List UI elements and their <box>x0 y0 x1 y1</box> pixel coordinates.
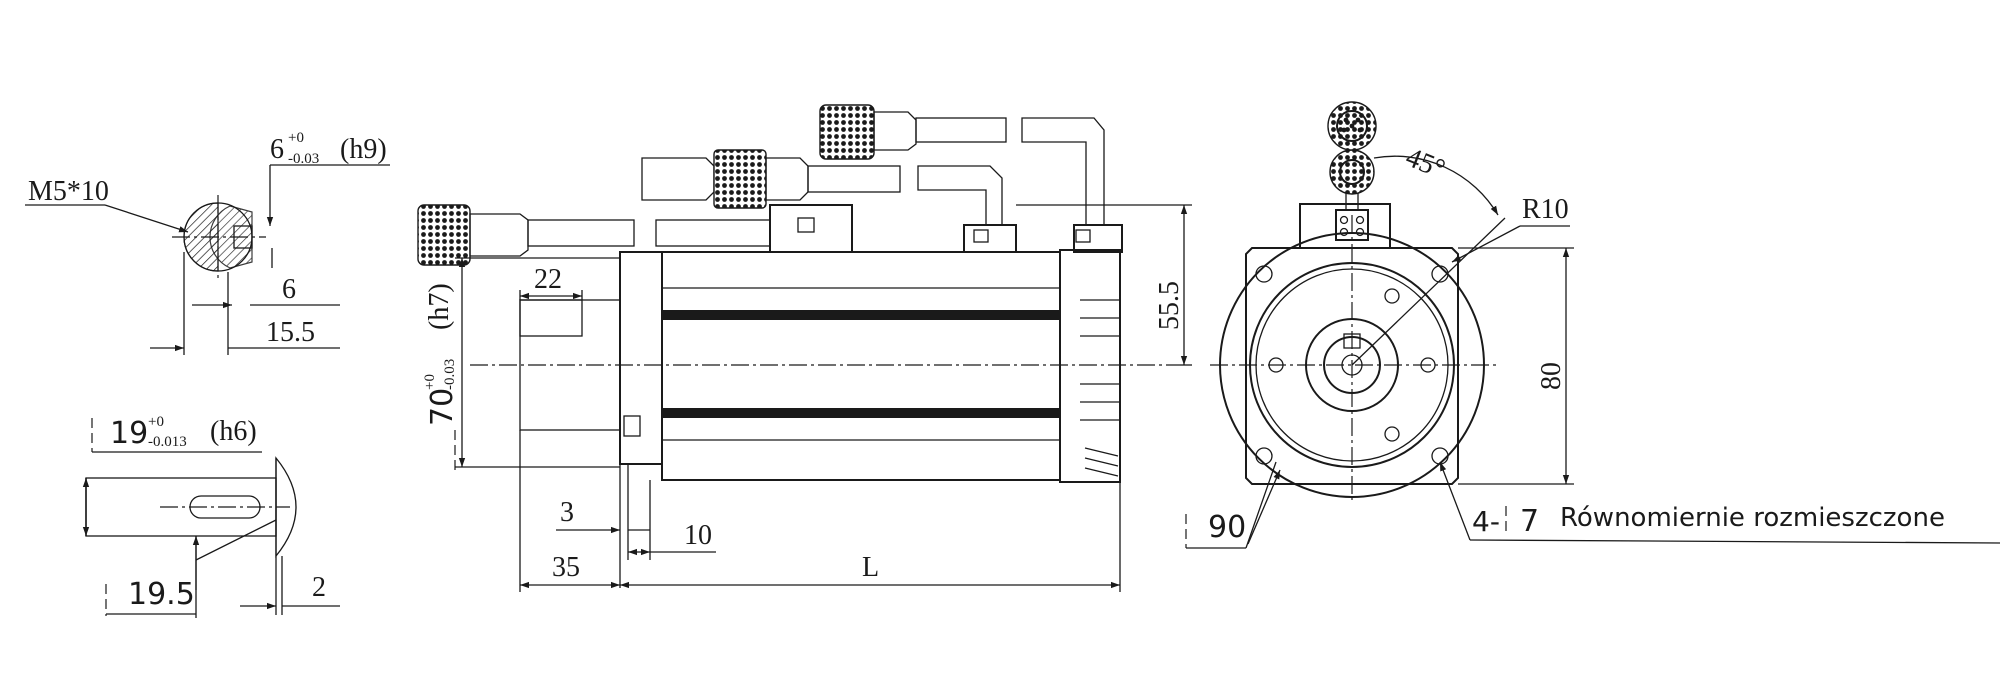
thread-leader <box>104 204 189 233</box>
front-shaft-center <box>1341 354 1363 376</box>
pin-2 <box>1355 215 1365 225</box>
front-flange-square <box>1245 247 1459 485</box>
flange-body-value: 10 <box>684 520 712 551</box>
connector-latch-3 <box>1075 229 1091 243</box>
connector-latch-2 <box>973 229 989 243</box>
cable-plug-body-2b <box>765 157 809 201</box>
depth-value: 6 <box>282 274 296 305</box>
angle-value: 45° <box>1401 142 1449 185</box>
shaft-len-value: 35 <box>552 552 580 583</box>
front-plug-lower-face <box>1339 159 1365 185</box>
bolt-hole-tr <box>1431 265 1449 283</box>
shaft-section-view: M5*10 6 +0 -0.03 (h9) 6 15.5 <box>25 130 390 355</box>
cable-plug-body-2 <box>641 157 715 201</box>
connector-height-value: 55.5 <box>1154 281 1185 330</box>
square-value: 80 <box>1536 362 1567 390</box>
front-connector-block <box>1335 209 1369 241</box>
pin-1 <box>1339 215 1349 225</box>
key-width-value: 6 <box>270 134 284 165</box>
thread-label: M5*10 <box>28 176 109 207</box>
motor-front-view: 45° R10 80 90 4- 7 Równomiernie rozmiesz… <box>1185 101 2000 549</box>
motor-flange <box>619 251 663 465</box>
diameter-tol-lower: -0.013 <box>148 434 187 450</box>
front-connector-base <box>1299 203 1391 249</box>
spigot-label: 70 +0 -0.03 (h7) <box>422 283 460 426</box>
holes-leader <box>1439 461 1471 541</box>
pcd-leader <box>1245 461 1277 549</box>
cable-plug-knurl-3 <box>819 104 875 160</box>
mount-hole-tr <box>1384 288 1400 304</box>
body-stripe-2 <box>662 408 1060 418</box>
cable-1 <box>527 219 635 247</box>
end-offset-value: 2 <box>312 572 326 603</box>
angle-arc <box>1373 155 1499 216</box>
radius-line <box>1351 217 1506 366</box>
cable-plug-body-3 <box>873 111 917 151</box>
radius-leader <box>1451 225 1521 263</box>
flange-marker <box>623 415 641 437</box>
rear-fins <box>1080 299 1120 477</box>
cable-3 <box>915 117 1007 143</box>
front-plug-lower <box>1329 149 1375 195</box>
cable-plug-body-1 <box>469 213 529 257</box>
rear-cap <box>1059 249 1121 483</box>
diameter-value: 19 <box>110 416 148 451</box>
cable-plug-knurl-2 <box>713 149 767 209</box>
holes-prefix: 4- <box>1472 505 1500 538</box>
front-bearing <box>1305 318 1399 412</box>
connector-housing-2 <box>963 224 1017 253</box>
key-length-value: 19.5 <box>128 577 195 612</box>
connector-housing-3 <box>1073 224 1123 253</box>
mount-hole-l <box>1268 357 1284 373</box>
shaft-key-side <box>519 299 583 337</box>
spigot-value: 70 <box>425 388 460 426</box>
spigot-tol-lower: -0.03 <box>442 359 458 390</box>
diameter-fit: (h6) <box>210 416 257 447</box>
mount-hole-r <box>1420 357 1436 373</box>
cable-plug-knurl-1 <box>417 204 471 266</box>
front-shaft <box>1323 336 1381 394</box>
key-offset-value: 22 <box>534 264 562 295</box>
height-value: 15.5 <box>266 317 315 348</box>
pin-3 <box>1339 227 1349 237</box>
front-spigot-ring <box>1249 262 1455 468</box>
front-shaft-key <box>1343 333 1361 349</box>
key-length-leader <box>195 519 277 561</box>
bolt-hole-br <box>1431 447 1449 465</box>
connector-latch-1 <box>797 217 815 233</box>
front-body-outer <box>1219 232 1485 498</box>
key-width-fit: (h9) <box>340 134 387 165</box>
holes-shelf <box>1469 539 2000 544</box>
holes-diameter: 7 <box>1520 504 1539 539</box>
key-width-tol-lower: -0.03 <box>288 151 319 167</box>
shaft-end-cap <box>275 456 297 558</box>
front-spigot-inner <box>1255 268 1449 462</box>
key-width-tol-upper: +0 <box>288 130 304 146</box>
cable-1b <box>655 219 771 247</box>
connector-housing-1 <box>769 204 853 253</box>
body-stripe-1 <box>662 310 1060 320</box>
cable-3b <box>1021 117 1105 226</box>
holes-note: Równomiernie rozmieszczone <box>1560 503 1945 533</box>
motor-body <box>661 251 1061 481</box>
pcd-value: 90 <box>1208 510 1246 545</box>
pin-4 <box>1355 227 1365 237</box>
bolt-hole-bl <box>1255 447 1273 465</box>
cable-2 <box>807 165 901 193</box>
spigot-fit: (h7) <box>424 283 455 330</box>
cable-2b <box>917 165 1003 226</box>
bolt-hole-tl <box>1255 265 1273 283</box>
shaft-end-view: 19 +0 -0.013 (h6) 19.5 2 <box>82 414 340 618</box>
front-plug-upper-face <box>1336 110 1368 142</box>
flange-thick-value: 3 <box>560 497 574 528</box>
body-len-value: L <box>862 552 879 583</box>
pcd-arrow <box>1247 469 1281 545</box>
radius-value: R10 <box>1522 194 1569 225</box>
front-plug-pins <box>1341 117 1363 133</box>
spigot-tol-upper: +0 <box>422 374 438 390</box>
motor-side-view: 70 +0 -0.03 (h7) 22 3 10 35 L 55.5 <box>417 104 1192 592</box>
diameter-tol-upper: +0 <box>148 414 164 430</box>
mount-hole-br <box>1384 426 1400 442</box>
